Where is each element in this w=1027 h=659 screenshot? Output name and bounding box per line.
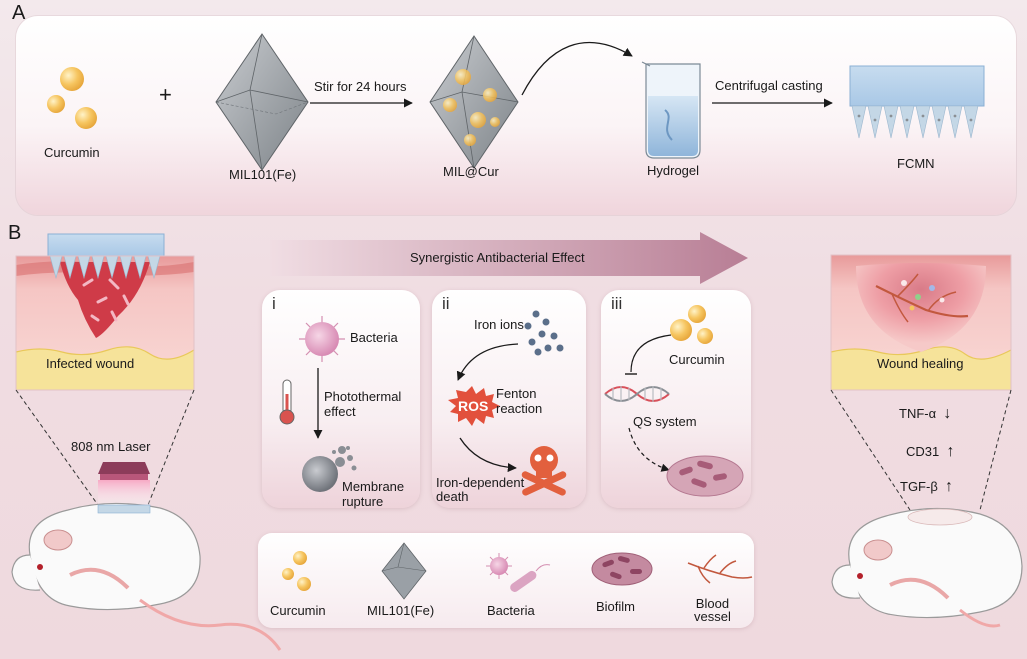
synergy-banner-arrow (270, 232, 748, 284)
legend-biofilm-icon (591, 552, 653, 586)
mech-iii-qs-label: QS system (633, 414, 697, 429)
curcumin-cluster-icon (670, 305, 713, 344)
mouse-right-illustration (831, 507, 1023, 628)
legend-bacteria-label: Bacteria (487, 603, 535, 618)
legend-graphics (282, 542, 753, 600)
ruptured-bacteria-icon (302, 446, 357, 492)
legend-blood-vessel-icon (687, 554, 753, 584)
stir-label: Stir for 24 hours (314, 79, 407, 94)
curcumin-particles (47, 67, 97, 129)
mech-iii-curcumin-label: Curcumin (669, 352, 725, 367)
mechanism-i-numeral: i (272, 294, 276, 313)
panel-a-label: A (12, 2, 26, 24)
iron-ions-icon (524, 310, 564, 356)
bacteria-icon (299, 316, 345, 362)
legend-curcumin-label: Curcumin (270, 603, 326, 618)
marker-tgf: TGF-β ↑ (900, 478, 954, 495)
panel-b-graphics (11, 232, 1023, 651)
legend-bacteria-icon (486, 553, 551, 592)
hydrogel-label: Hydrogel (647, 163, 700, 178)
synergy-banner-label: Synergistic Antibacterial Effect (410, 250, 585, 265)
panel-b-label: B (8, 222, 22, 244)
mechanism-iii-numeral: iii (611, 294, 623, 313)
wound-healing-label: Wound healing (877, 356, 964, 371)
infected-wound-illustration (15, 233, 195, 391)
mechanism-ii-graphics (448, 310, 567, 496)
mof-label: MIL101(Fe) (229, 167, 297, 182)
casting-label: Centrifugal casting (715, 78, 823, 93)
mech-i-bacteria-label: Bacteria (350, 330, 398, 345)
mil-cur-icon (429, 35, 519, 169)
mech-ii-ros-label: ROS (458, 398, 489, 414)
microneedle-patch-icon (849, 65, 985, 139)
marker-cd31: CD31 ↑ (906, 443, 955, 460)
plus-sign: + (159, 82, 172, 107)
mechanism-ii-numeral: ii (442, 294, 450, 313)
wound-healing-illustration (830, 254, 1012, 391)
mof-octahedron-icon (215, 33, 309, 171)
legend-panel: Curcumin MIL101(Fe) Bacteria Biofilm Blo… (258, 533, 754, 628)
dna-qs-icon (604, 386, 670, 402)
ros-burst-icon (448, 386, 500, 426)
curcumin-label: Curcumin (44, 145, 100, 160)
panel-a-synthesis (16, 16, 1016, 215)
biofilm-icon (666, 455, 744, 497)
mouse-left-illustration (11, 502, 282, 651)
legend-mof-icon (381, 542, 427, 600)
legend-biofilm-label: Biofilm (596, 599, 636, 614)
fcmn-label: FCMN (897, 156, 935, 171)
laser-label: 808 nm Laser (71, 439, 151, 454)
panel-a-graphics (47, 33, 985, 171)
mech-ii-iron-label: Iron ions (474, 317, 524, 332)
thermometer-icon (279, 379, 295, 425)
hydrogel-beaker-icon (641, 61, 701, 159)
infected-wound-label: Infected wound (46, 356, 135, 371)
mechanism-i-graphics (279, 316, 357, 492)
laser-device-icon (98, 462, 150, 506)
legend-curcumin-icon (282, 551, 311, 591)
mechanism-iii-panel: iii Curcumin (601, 290, 751, 508)
marker-tnf: TNF-α ↓ (899, 405, 952, 422)
legend-mof-label: MIL101(Fe) (367, 603, 435, 618)
load-arrow (521, 41, 633, 96)
mechanism-iii-graphics (604, 305, 744, 497)
mil-cur-label: MIL@Cur (443, 164, 499, 179)
skull-crossbones-icon (521, 446, 567, 496)
